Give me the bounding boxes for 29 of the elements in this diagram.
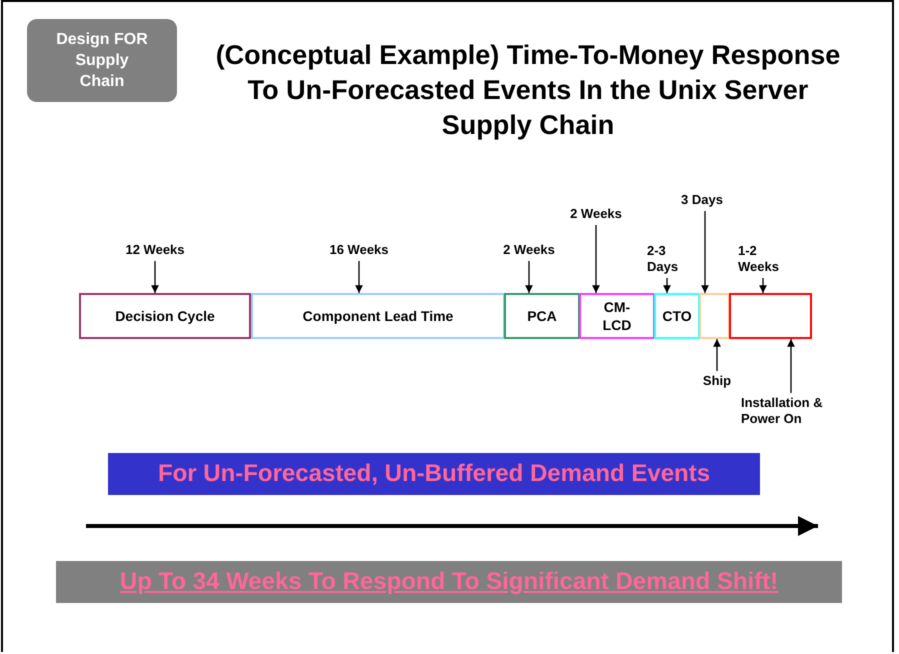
timeline-segment xyxy=(699,293,730,339)
arrow xyxy=(759,278,767,293)
duration-label: 3 Days xyxy=(667,192,737,208)
timeline-segment: Decision Cycle xyxy=(79,293,251,339)
duration-label: Installation & Power On xyxy=(741,395,841,427)
duration-label: 1-2 Weeks xyxy=(738,243,788,275)
title: (Conceptual Example) Time-To-Money Response To Un-Forecasted Events In the Unix Server Supply Chain xyxy=(214,39,842,142)
timeline-segment: CTO xyxy=(654,293,700,339)
category-badge: Design FOR Supply Chain xyxy=(27,19,177,102)
duration-label: Ship xyxy=(697,373,737,389)
banner: Up To 34 Weeks To Respond To Significant Demand Shift! xyxy=(56,561,842,603)
timeline-segment: CM-LCD xyxy=(579,293,655,339)
arrow xyxy=(663,278,671,293)
arrow xyxy=(355,261,363,293)
timeline-segment: Component Lead Time xyxy=(251,293,505,339)
arrow xyxy=(592,225,600,293)
arrow xyxy=(525,261,533,293)
arrow xyxy=(787,339,795,393)
arrow xyxy=(151,261,159,293)
banner: For Un-Forecasted, Un-Buffered Demand Events xyxy=(108,453,760,495)
duration-label: 12 Weeks xyxy=(115,242,195,258)
duration-label: 2 Weeks xyxy=(556,206,636,222)
duration-label: 16 Weeks xyxy=(319,242,399,258)
duration-label: 2-3 Days xyxy=(647,243,687,275)
timeline-segment: PCA xyxy=(504,293,580,339)
arrow xyxy=(701,211,709,293)
duration-label: 2 Weeks xyxy=(489,242,569,258)
arrow xyxy=(713,339,721,371)
timeline-segment xyxy=(729,293,812,339)
